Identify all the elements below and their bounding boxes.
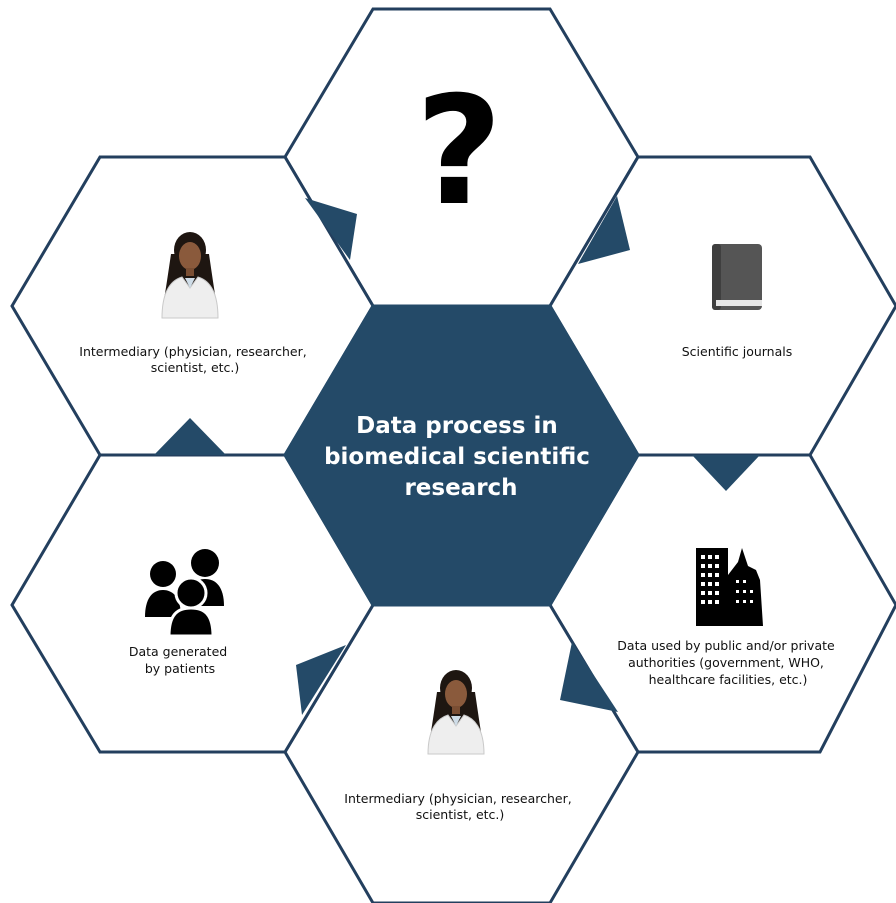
upper-right-label: Scientific journals: [682, 344, 793, 359]
person-icon: [161, 232, 219, 319]
arrow-upper-left-to-top: [305, 198, 357, 260]
book-icon: [712, 244, 762, 310]
upper-left-label: Intermediary (physician, researcher, sci…: [79, 344, 310, 375]
arrow-lower-left-to-upper-left: [154, 418, 226, 455]
arrow-bottom-to-lower-left: [296, 645, 346, 715]
person-icon: [427, 670, 485, 755]
lower-right-label: Data used by public and/or private autho…: [617, 638, 838, 687]
center-title: Data process in biomedical scientific re…: [324, 413, 598, 501]
bottom-label: Intermediary (physician, researcher, sci…: [344, 791, 575, 822]
arrow-lower-right-to-bottom: [560, 642, 618, 712]
arrow-top-to-upper-right: [578, 196, 630, 264]
building-icon: [696, 548, 763, 626]
hex-center: [283, 304, 640, 607]
people-group-icon: [145, 549, 224, 638]
question-mark-icon: ?: [415, 65, 502, 239]
arrow-upper-right-to-lower-right: [692, 455, 760, 491]
lower-left-label: Data generated by patients: [129, 644, 231, 676]
